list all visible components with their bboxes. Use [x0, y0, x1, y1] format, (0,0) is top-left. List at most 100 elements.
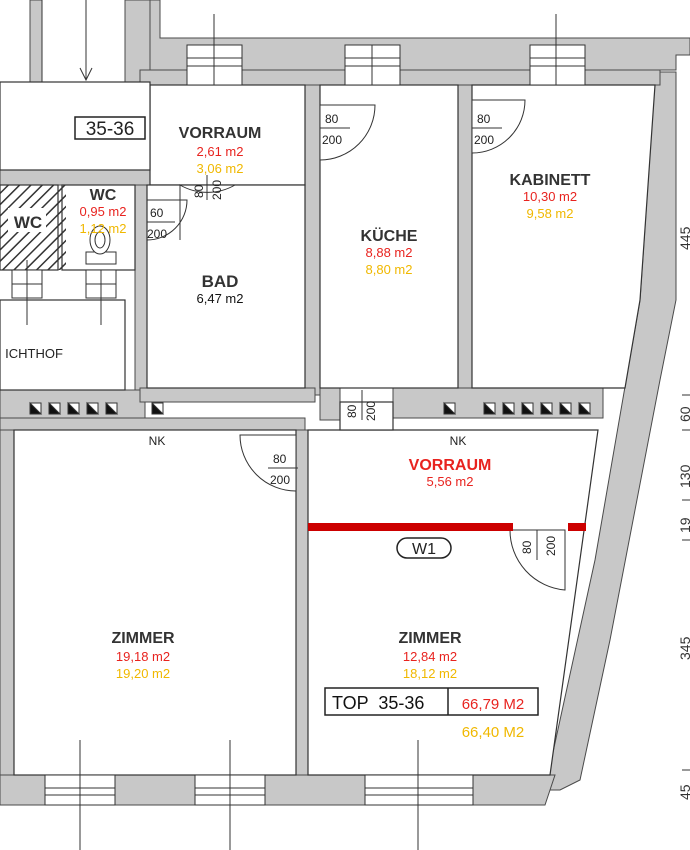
zimmer-left-area2: 19,20 m2	[116, 666, 170, 681]
unit-code: 35-36	[86, 119, 135, 140]
vent-marker-fill	[443, 401, 457, 415]
kueche-name: KÜCHE	[361, 226, 418, 245]
wc-left-name: WC	[14, 213, 42, 232]
room-corridor	[339, 401, 394, 431]
wc-left-label-bg	[8, 208, 46, 232]
vorraum-main-name: VORRAUM	[409, 457, 492, 474]
doors	[146, 99, 566, 591]
vorraum-top-name: VORRAUM	[179, 125, 262, 142]
door-vorraum-top-w: 80	[325, 112, 339, 126]
w1-tag: W1	[412, 541, 436, 558]
zimmer-left-area1: 19,18 m2	[116, 649, 170, 664]
w1-tag-box	[396, 537, 452, 559]
wall-zimmer-top	[0, 417, 306, 431]
room-lichthof	[0, 299, 126, 391]
door-kabinett-swing	[471, 99, 526, 154]
wall-zimmer-left-left	[0, 419, 15, 781]
door-kabinett-w: 80	[477, 112, 491, 126]
vent-marker-fill	[29, 401, 43, 415]
vent-marker-fill	[521, 401, 535, 415]
door-kueche-w: 80	[345, 404, 359, 418]
side-dim-345: 345	[677, 636, 690, 660]
partition-w1-right	[568, 523, 586, 531]
vorraum-top-area2: 3,06 m2	[197, 161, 244, 176]
door-zimmer-left-h: 200	[270, 473, 290, 487]
side-dim-130: 130	[677, 464, 690, 488]
door-dimensions: 80 200 80 200 60 200 80 200 80 200 80 20…	[147, 112, 558, 560]
kueche-area2: 8,80 m2	[366, 262, 413, 277]
window-kabinett	[529, 44, 586, 86]
wall-band-mid-kueche	[319, 387, 341, 421]
kabinett-area1: 10,30 m2	[523, 189, 577, 204]
vent-marker-fill	[151, 401, 165, 415]
vent-marker-fill	[67, 401, 81, 415]
door-bad-h: 200	[210, 180, 224, 200]
wc-small-area2: 1,12 m2	[80, 221, 127, 236]
side-dim-19: 19	[677, 517, 690, 533]
summary-box: TOP 35-36 66,79 M2 66,40 M2	[324, 687, 539, 741]
lichthof-name: ICHTHOF	[5, 346, 63, 361]
zimmer-right-area1: 12,84 m2	[403, 649, 457, 664]
door-bad-w: 80	[192, 184, 206, 198]
wall-wc-bad	[134, 184, 148, 396]
vent-markers	[29, 401, 592, 415]
nk-label-left: NK	[149, 434, 166, 448]
door-vorraum-top-swing	[319, 104, 376, 161]
kabinett-name: KABINETT	[510, 172, 591, 189]
summary-area1: 66,79 M2	[462, 696, 525, 713]
summary-label: TOP 35-36	[332, 693, 424, 713]
wall-kueche-kabinett	[457, 84, 473, 391]
summary-area2: 66,40 M2	[462, 724, 525, 741]
room-vorraum-top	[149, 84, 306, 186]
vent-marker-fill	[105, 401, 119, 415]
wall-vorraum-kueche	[304, 84, 321, 396]
door-zimmer-right-h: 200	[544, 536, 558, 556]
room-labels: 35-36 VORRAUM 2,61 m2 3,06 m2 WC 0,95 m2…	[5, 116, 591, 681]
vent-marker-fill	[502, 401, 516, 415]
side-dim-60: 60	[677, 406, 690, 422]
vent-marker-fill	[540, 401, 554, 415]
room-bad	[146, 184, 306, 389]
vorraum-top-area1: 2,61 m2	[197, 144, 244, 159]
door-zimmer-left-w: 80	[273, 452, 287, 466]
kueche-area1: 8,88 m2	[366, 245, 413, 260]
stair-shaft	[41, 0, 93, 82]
side-dim-45: 45	[677, 784, 690, 800]
vent-marker-fill	[48, 401, 62, 415]
bad-area1: 6,47 m2	[197, 291, 244, 306]
zimmer-right-name: ZIMMER	[398, 630, 462, 647]
door-vorraum-top-h: 200	[322, 133, 342, 147]
window-zimmer-right	[364, 774, 474, 806]
wc-small-area1: 0,95 m2	[80, 204, 127, 219]
vorraum-main-area1: 5,56 m2	[427, 474, 474, 489]
vent-marker-fill	[86, 401, 100, 415]
wall-band-wc	[0, 169, 151, 186]
door-wc-swing	[146, 199, 188, 241]
room-kabinett	[471, 84, 656, 389]
door-kueche-h: 200	[364, 401, 378, 421]
zimmer-right-area2: 18,12 m2	[403, 666, 457, 681]
door-zimmer-left-swing	[239, 434, 297, 492]
door-zimmer-right-w: 80	[520, 540, 534, 554]
shaft-wall-left	[29, 0, 43, 83]
window-lines	[12, 14, 585, 850]
door-wc-w: 60	[150, 206, 164, 220]
door-wc-h: 200	[147, 227, 167, 241]
room-zimmer-left	[13, 429, 297, 776]
vent-marker-fill	[559, 401, 573, 415]
nk-label-right: NK	[450, 434, 467, 448]
vent-marker-fill	[483, 401, 497, 415]
toilet-icon	[85, 225, 117, 265]
wc-small-name: WC	[90, 187, 117, 204]
bad-name: BAD	[202, 272, 239, 291]
wall-zimmer-divider	[295, 429, 309, 781]
door-kabinett-h: 200	[474, 133, 494, 147]
wall-band-mid	[139, 387, 316, 403]
zimmer-left-name: ZIMMER	[111, 630, 175, 647]
vent-marker-fill	[578, 401, 592, 415]
partition-w1	[308, 523, 513, 531]
unit-code-box	[74, 116, 146, 140]
side-dim-445: 445	[677, 226, 690, 250]
kabinett-area2: 9,58 m2	[527, 206, 574, 221]
